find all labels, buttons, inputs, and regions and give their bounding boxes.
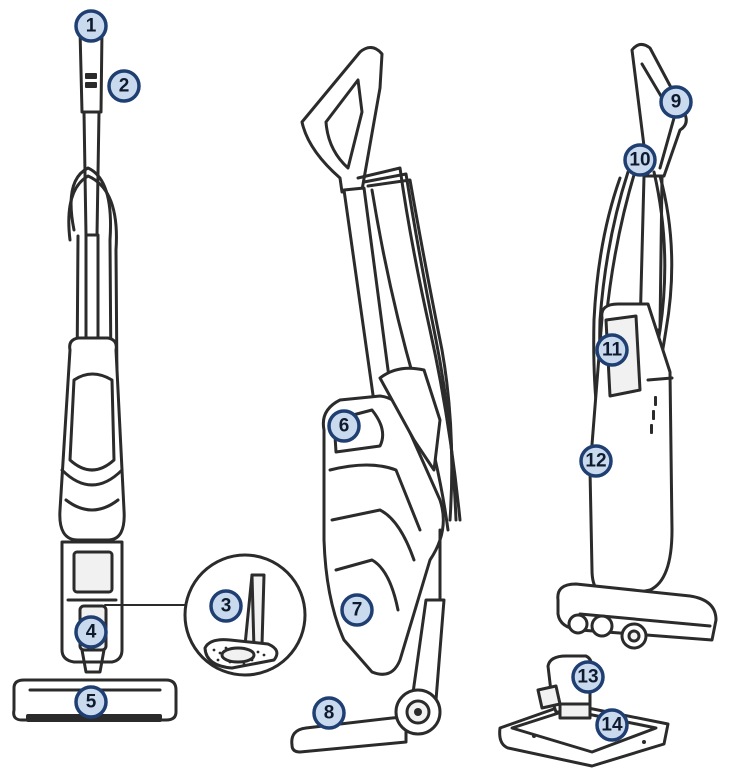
svg-text:14: 14 [601,715,623,736]
svg-text:4: 4 [86,622,97,643]
callout-12: 12 [579,444,613,478]
svg-text:10: 10 [629,150,650,171]
svg-text:5: 5 [86,692,97,713]
svg-text:13: 13 [577,667,598,688]
inset-brush-tool [183,553,307,677]
callout-5: 5 [74,685,108,719]
front-view-vacuum [12,16,178,722]
svg-text:8: 8 [324,703,335,724]
svg-text:7: 7 [352,600,363,621]
back-view-vacuum [556,43,718,650]
power-switch-icon [85,73,97,79]
callout-13: 13 [571,660,605,694]
svg-text:1: 1 [86,16,97,37]
side-view-vacuum [290,46,462,754]
vent-slots [650,396,657,434]
callout-4: 4 [74,615,108,649]
callout-2: 2 [107,69,141,103]
callout-9: 9 [659,85,693,119]
callout-10: 10 [623,143,657,177]
svg-text:2: 2 [119,76,130,97]
svg-text:3: 3 [221,596,232,617]
svg-text:11: 11 [602,340,623,361]
callout-14: 14 [595,708,629,742]
callout-7: 7 [340,593,374,627]
svg-text:6: 6 [339,416,350,437]
callout-11: 11 [595,333,629,367]
svg-text:12: 12 [585,451,606,472]
svg-text:9: 9 [671,92,682,113]
callout-6: 6 [327,409,361,443]
callout-8: 8 [312,696,346,730]
callout-3: 3 [209,589,243,623]
callout-1: 1 [74,9,108,43]
